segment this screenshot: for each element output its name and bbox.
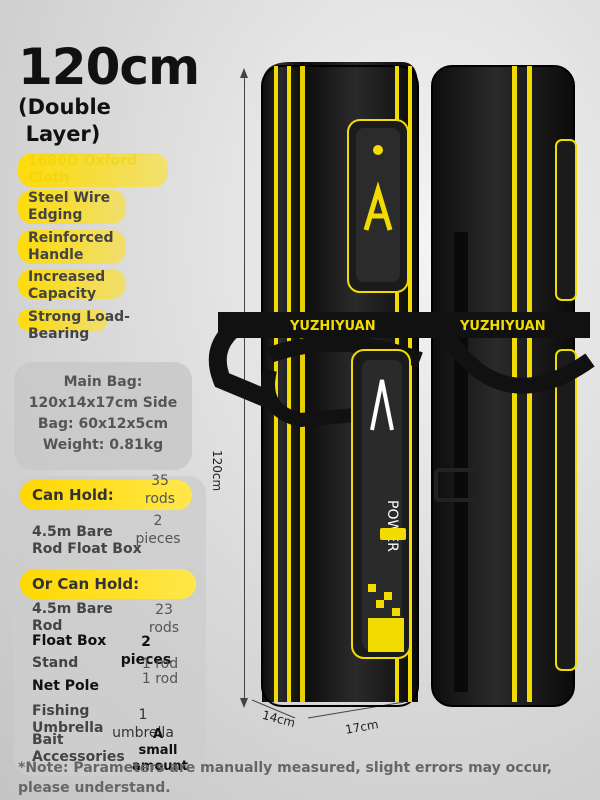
bag-back-view: YUZHIYUAN [430, 65, 595, 707]
hold-item-name: Bait Accessories [32, 732, 125, 765]
hold-item-qty: A small amount [132, 727, 188, 774]
hold-item-qty: 1 rod [141, 671, 179, 687]
can-hold-item: 4.5m Bare Rod Float Box [32, 524, 142, 557]
product-subtitle: (Double Layer) [18, 95, 111, 146]
spec-line: Weight: 0.81kg [42, 437, 164, 453]
hold-item-name: Fishing Umbrella [32, 703, 104, 736]
feature-label: Steel Wire Edging [28, 190, 111, 223]
spec-text: Main Bag: 120x14x17cm Side Bag: 60x12x5c… [14, 372, 192, 456]
spec-panel [14, 362, 192, 470]
feature-item: Increased Capacity [18, 269, 168, 303]
svg-text:YUZHIYUAN: YUZHIYUAN [289, 319, 376, 334]
can-hold-count: 35 rods [144, 473, 176, 507]
feature-label: Reinforced Handle [28, 230, 114, 263]
svg-text:POWER: POWER [384, 500, 400, 552]
hold-item-name: Stand [32, 655, 79, 671]
feature-label: Strong Load-Bearing [28, 309, 130, 342]
capacity-panel [14, 476, 206, 776]
feature-item: Steel Wire Edging [18, 190, 168, 224]
hold-item-name: Float Box [32, 633, 107, 649]
hold-item-name: 4.5m Bare Rod [32, 601, 113, 634]
bag-front-view: YUZHIYUAN POWER [208, 62, 464, 707]
svg-text:YUZHIYUAN: YUZHIYUAN [459, 319, 546, 334]
spec-line: Bag: 60x12x5cm [37, 416, 169, 432]
feature-item: 1680D Oxford Cloth [18, 153, 168, 187]
hold-item-name: Net Pole [32, 678, 99, 694]
disclaimer-note: *Note: Parameters are manually measured,… [18, 760, 553, 796]
hold-item-qty: 1 umbrella [112, 707, 174, 741]
spec-line: 120x14x17cm Side [28, 395, 178, 411]
feature-item: Reinforced Handle [18, 230, 168, 264]
can-hold-header: Can Hold: [20, 480, 192, 510]
product-title: 120cm [18, 38, 200, 96]
hold-item-qty: 23 rods [148, 602, 180, 636]
hold-item-qty: 1 rod [141, 656, 179, 672]
feature-label: 1680D Oxford Cloth [28, 153, 138, 186]
feature-label: Increased Capacity [28, 269, 106, 302]
spec-line: Main Bag: [63, 374, 143, 390]
can-hold-item-qty: 2 pieces [135, 513, 181, 547]
hold-item-qty: 2 pieces [120, 634, 172, 668]
feature-item: Strong Load-Bearing [18, 309, 168, 343]
or-can-hold-header: Or Can Hold: [20, 569, 196, 599]
